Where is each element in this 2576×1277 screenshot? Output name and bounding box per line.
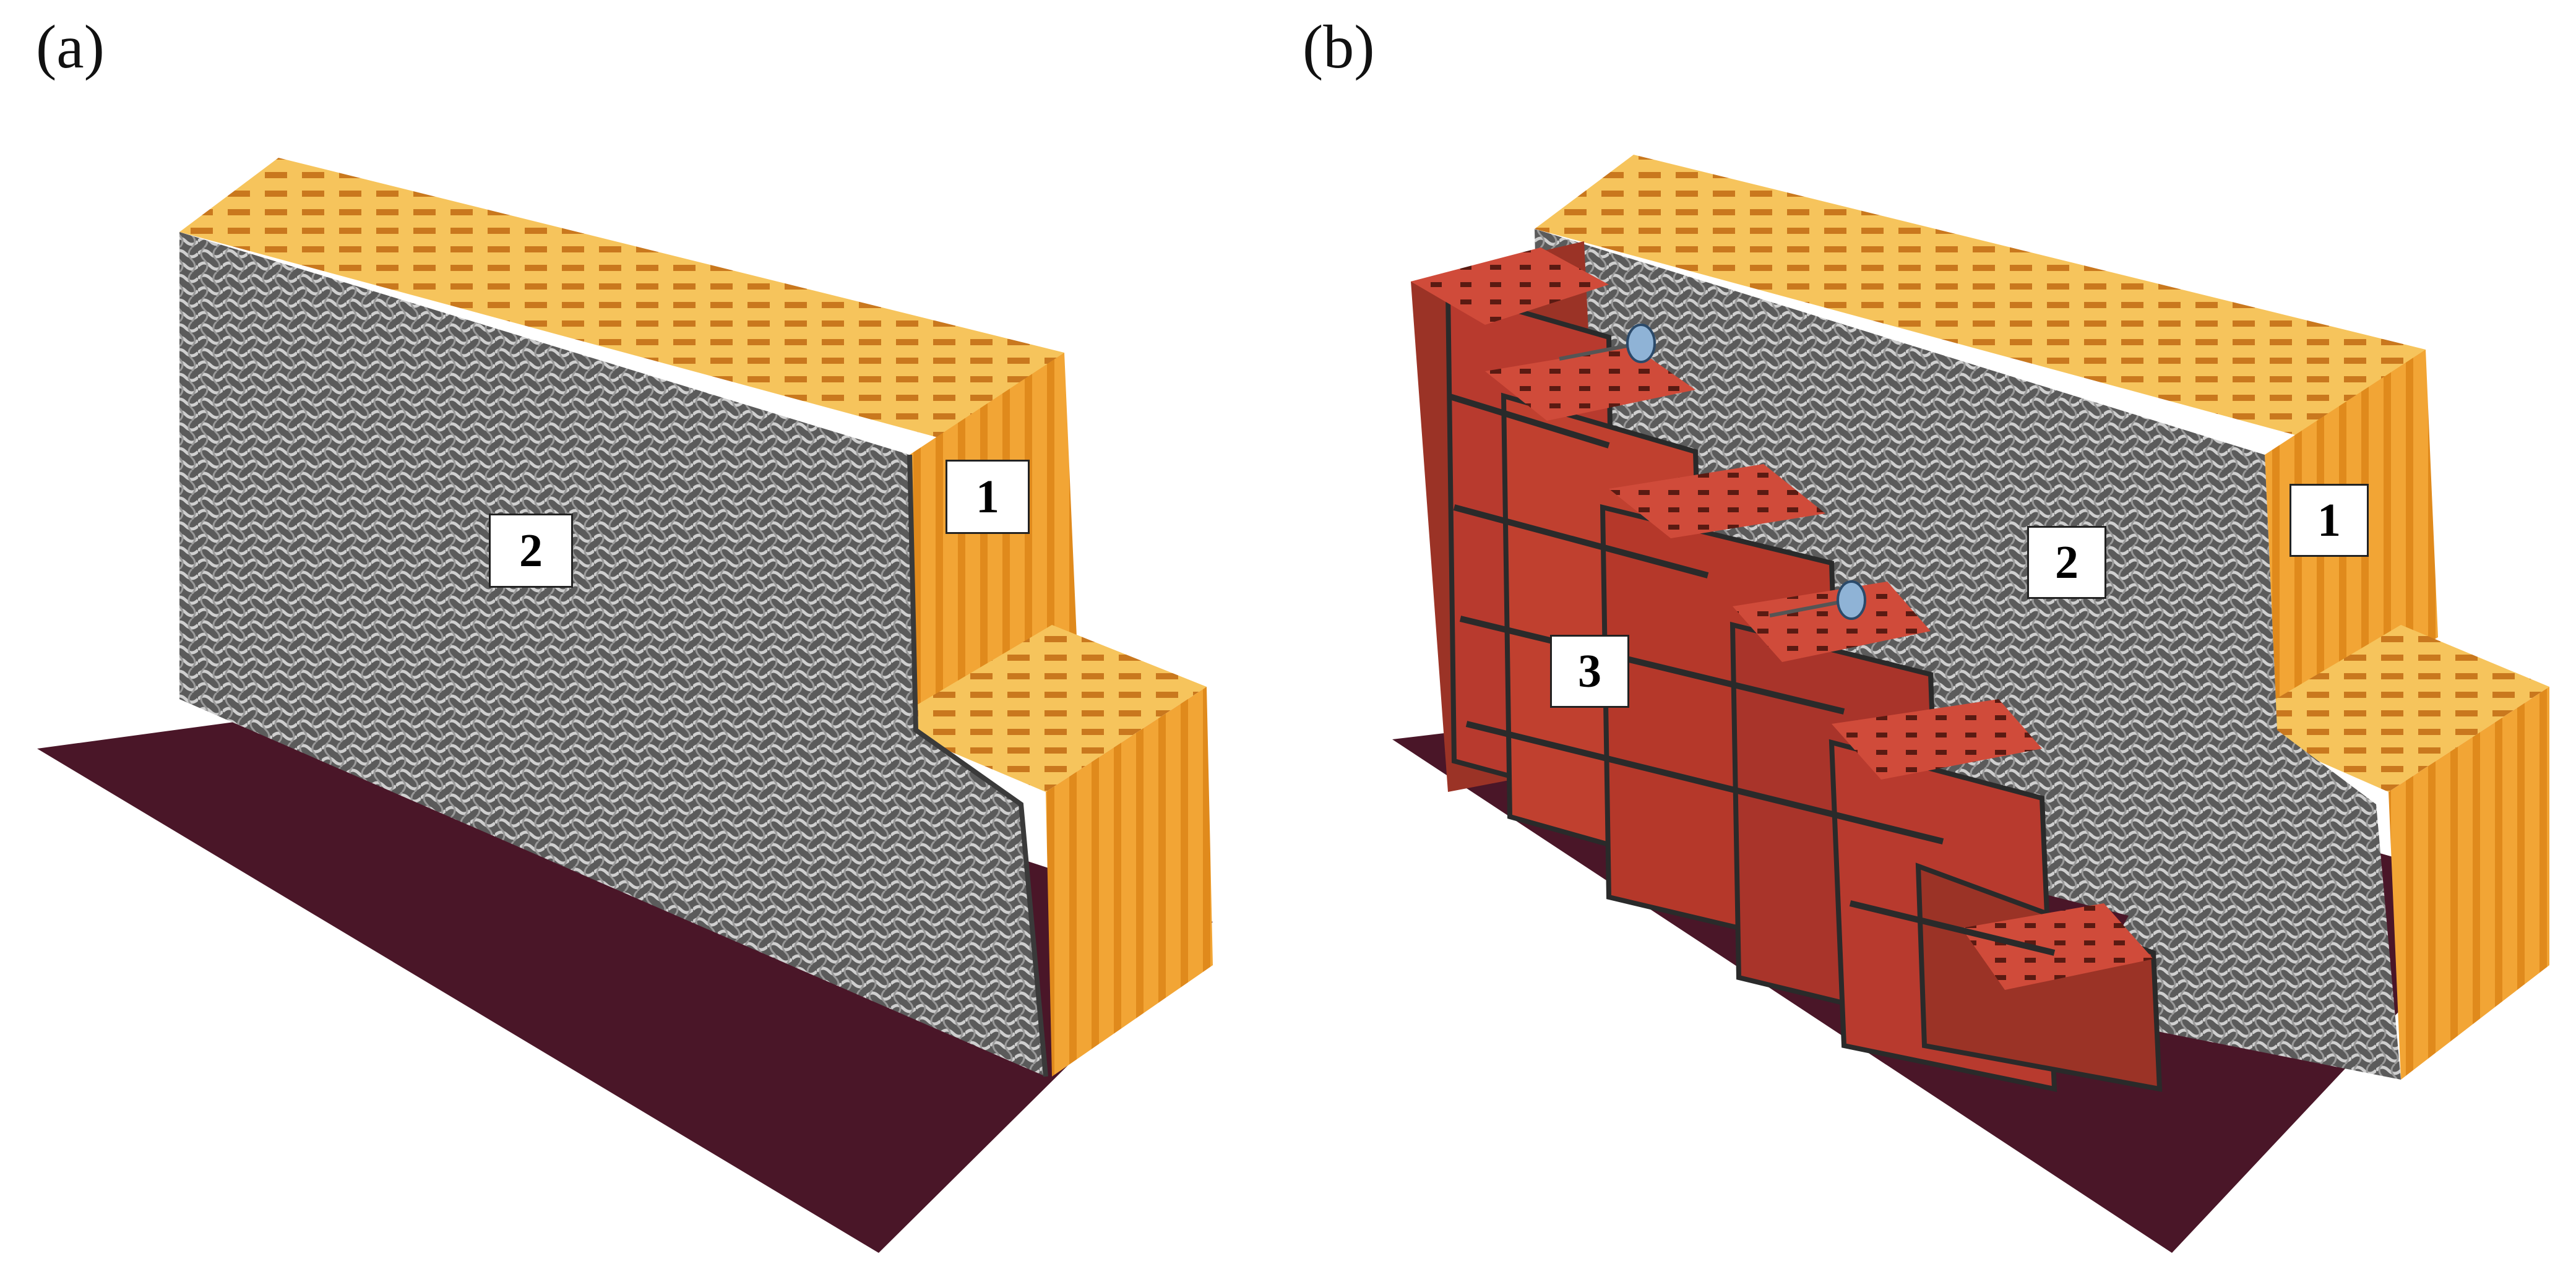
insulation-front-b bbox=[1535, 229, 2401, 1080]
callout-3-b: 3 bbox=[1550, 635, 1629, 708]
wall-anchor-icon bbox=[1769, 580, 1866, 620]
panel-b-scene bbox=[1392, 155, 2549, 1253]
clay-block-side-lower-a bbox=[1046, 687, 1213, 1077]
brick-veneer-b bbox=[1411, 241, 2163, 1092]
clay-block-top-b bbox=[1535, 155, 2426, 449]
clay-block-side-lower-b bbox=[2389, 687, 2549, 1080]
callout-2-a: 2 bbox=[489, 514, 573, 588]
panel-a-scene bbox=[37, 158, 1213, 1253]
insulation-front-a bbox=[179, 232, 1046, 1077]
panel-b-label: (b) bbox=[1303, 12, 1375, 81]
callout-1-b: 1 bbox=[2290, 484, 2369, 557]
clay-block-step-top-a bbox=[885, 625, 1207, 792]
callout-2-b: 2 bbox=[2027, 526, 2106, 599]
clay-block-top-a bbox=[179, 158, 1064, 452]
callout-1-a: 1 bbox=[946, 460, 1030, 534]
panel-a-label: (a) bbox=[36, 12, 105, 81]
wall-anchor-icon bbox=[1559, 324, 1656, 363]
clay-block-step-top-b bbox=[2234, 625, 2549, 792]
